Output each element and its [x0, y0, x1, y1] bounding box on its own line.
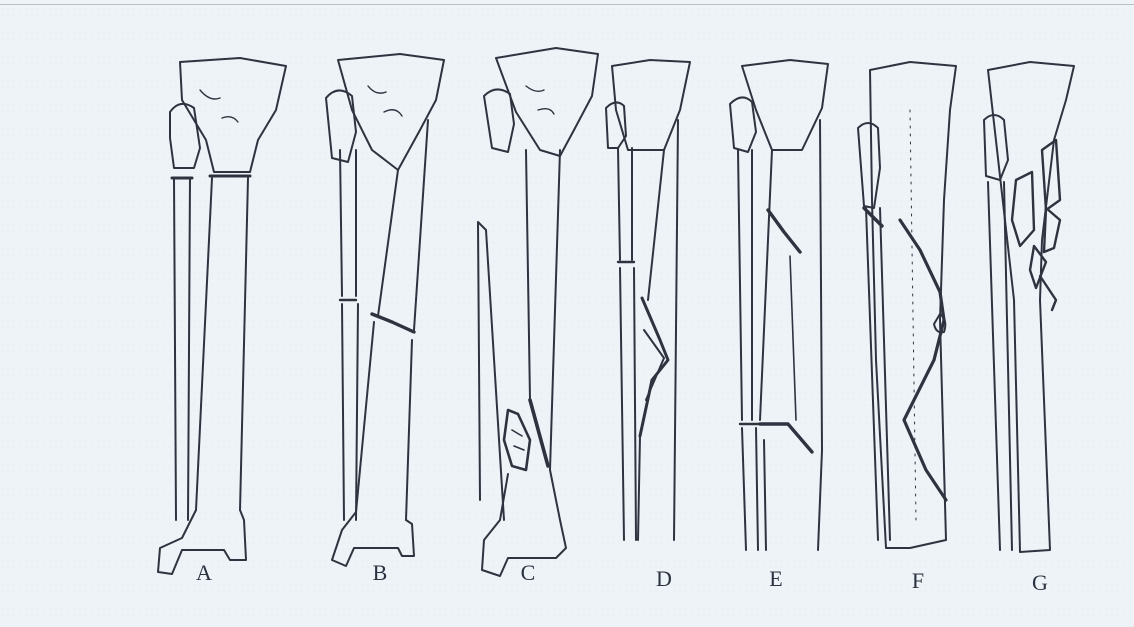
label-e: E [769, 566, 782, 592]
label-d: D [656, 566, 672, 592]
label-f: F [912, 568, 924, 594]
label-g: G [1032, 570, 1048, 596]
label-a: A [196, 560, 212, 586]
label-c: C [521, 560, 536, 586]
label-b: B [373, 560, 388, 586]
